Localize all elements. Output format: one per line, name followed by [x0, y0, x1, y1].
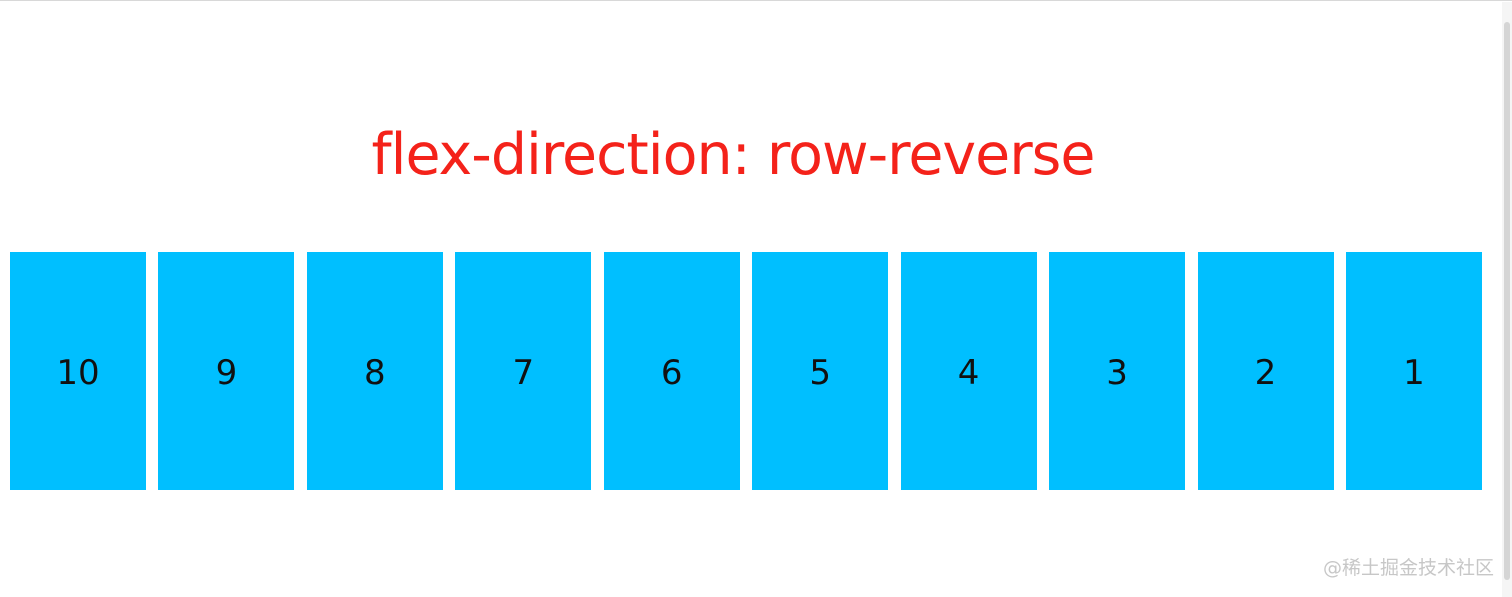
flex-item-label: 7 — [512, 353, 535, 393]
watermark: @稀土掘金技术社区 — [1322, 557, 1494, 579]
page-title: flex-direction: row-reverse — [371, 122, 1096, 188]
flex-item-1: 1 — [1345, 252, 1482, 490]
flex-item-2: 2 — [1197, 252, 1334, 490]
flex-item-label: 6 — [660, 353, 683, 393]
flex-item-label: 4 — [957, 353, 980, 393]
flex-item-label: 3 — [1106, 353, 1128, 393]
flex-item-6: 6 — [603, 252, 740, 490]
window-top-border — [0, 0, 1512, 1]
flex-item-label: 9 — [215, 353, 238, 393]
flex-item-3: 3 — [1049, 252, 1186, 490]
flex-item-label: 8 — [364, 353, 386, 393]
flex-item-10: 10 — [10, 252, 146, 490]
flex-item-label: 10 — [56, 353, 100, 393]
flex-item-7: 7 — [455, 252, 592, 490]
flex-item-4: 4 — [900, 252, 1037, 490]
flex-item-label: 2 — [1254, 353, 1277, 393]
flex-item-5: 5 — [752, 252, 889, 490]
flex-item-8: 8 — [306, 252, 443, 490]
scrollbar-thumb[interactable] — [1504, 22, 1510, 580]
flex-container: 1 2 3 4 5 6 7 8 9 10 — [10, 252, 1482, 490]
flex-item-label: 1 — [1403, 353, 1425, 393]
flex-item-9: 9 — [158, 252, 295, 490]
flex-item-label: 5 — [809, 353, 831, 393]
